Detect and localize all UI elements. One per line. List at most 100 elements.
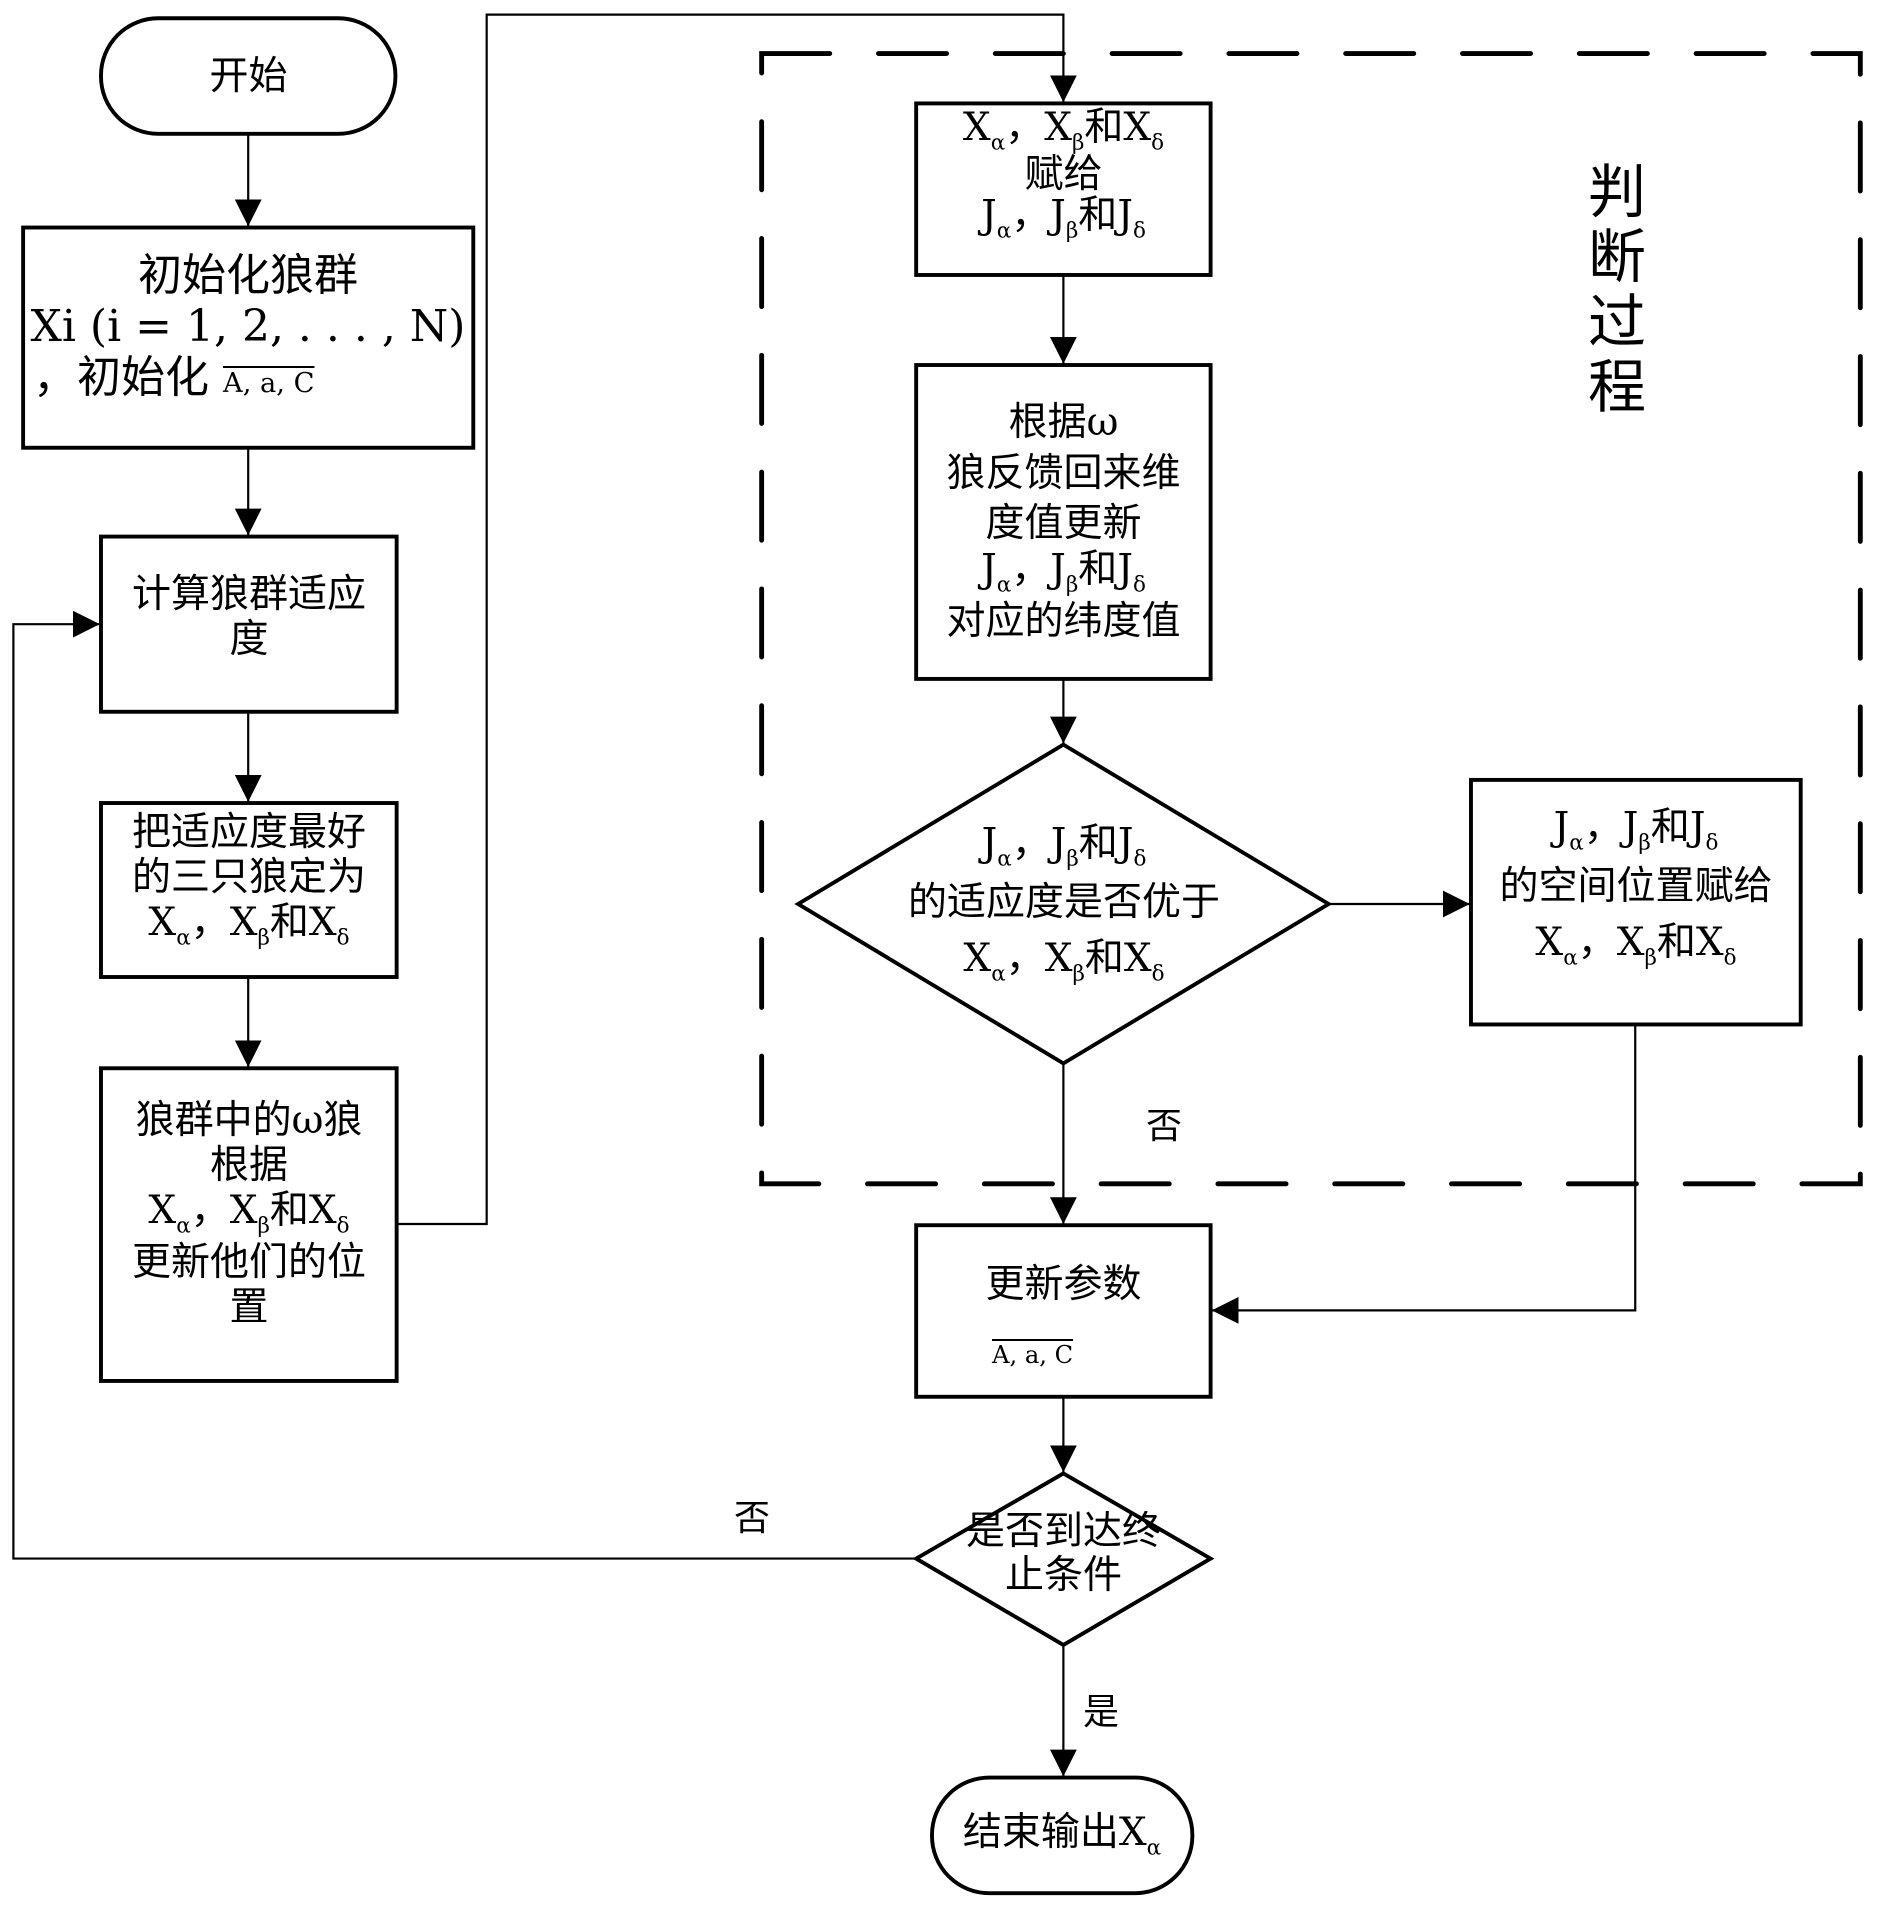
conjunction-and: 和: [1078, 821, 1118, 866]
edge-stop-no-loop: [12, 610, 917, 1560]
fitness-label: 计算狼群适应 度: [101, 572, 397, 662]
fitness-decision-label: Jα，Jβ和Jδ 的适应度是否优于 Xα，Xβ和Xδ: [850, 816, 1278, 990]
subscript-beta: β: [1065, 218, 1079, 244]
separator-comma: ，: [1583, 805, 1623, 850]
end-text: 结束输出: [962, 1810, 1119, 1855]
end-variable: X: [1118, 1810, 1147, 1855]
conjunction-and: 和: [1078, 547, 1118, 593]
subscript-delta: δ: [1705, 830, 1719, 856]
separator-comma: ，: [1011, 547, 1051, 593]
variable-x: X: [1044, 105, 1072, 150]
subscript-beta: β: [1066, 846, 1079, 872]
variable-j: J: [981, 193, 997, 239]
variable-x: X: [963, 936, 992, 982]
assign-x-line-1: Jα，Jβ和Jδ: [1471, 800, 1801, 859]
subscript-delta: δ: [1151, 961, 1165, 987]
select-best-line-3: Xα，Xβ和Xδ: [101, 900, 397, 952]
subscript-delta: δ: [1133, 846, 1147, 872]
stop-decision-label: 是否到达终 止条件: [916, 1510, 1211, 1597]
select-best-line-1: 把适应度最好: [131, 810, 366, 855]
conjunction-and: 和: [1084, 105, 1124, 150]
subscript-beta: β: [1644, 945, 1657, 971]
stop-decision-line-2: 止条件: [1004, 1552, 1122, 1598]
subscript-delta: δ: [1151, 130, 1165, 156]
select-best-label: 把适应度最好 的三只狼定为 Xα，Xβ和Xδ: [101, 810, 397, 952]
init-line-2: Xi (i = 1, 2, . . . , N): [30, 301, 466, 353]
assign-j-label: Xα，Xβ和Xδ 赋给 Jα，Jβ和Jδ: [916, 105, 1211, 244]
edge-label-no-inner: 否: [1146, 1106, 1183, 1147]
variable-j: J: [1117, 547, 1133, 593]
subscript-alpha: α: [996, 218, 1012, 244]
fitness-decision-line-1: Jα，Jβ和Jδ: [850, 816, 1278, 875]
variable-x: X: [1044, 936, 1073, 982]
assign-j-process-box: [914, 101, 1213, 277]
separator-comma: ，: [190, 1188, 230, 1234]
variable-j: J: [1050, 547, 1066, 593]
update-position-line-2: 根据: [209, 1143, 288, 1189]
subscript-beta: β: [1071, 130, 1085, 156]
update-position-line-1: 狼群中的ω狼: [135, 1098, 363, 1143]
init-process-box: [21, 225, 476, 450]
variable-x: X: [229, 900, 258, 946]
subscript-beta: β: [1065, 572, 1079, 598]
conjunction-and: 和: [1084, 936, 1124, 982]
update-j-line-2: 狼反馈回来维: [946, 450, 1181, 496]
subscript-beta: β: [257, 926, 270, 952]
assign-j-line-1: Xα，Xβ和Xδ: [916, 105, 1211, 156]
fitness-line-1: 计算狼群适应: [131, 572, 366, 617]
end-label: 结束输出Xα: [932, 1810, 1192, 1862]
variable-j: J: [1050, 193, 1066, 239]
subscript-alpha: α: [997, 846, 1012, 872]
subscript-delta: δ: [1132, 218, 1146, 244]
subscript-delta: δ: [336, 1214, 350, 1240]
variable-x: X: [1535, 920, 1564, 966]
subscript-alpha: α: [996, 572, 1012, 598]
conjunction-and: 和: [1656, 920, 1696, 966]
subscript-alpha: α: [990, 130, 1006, 156]
variable-j: J: [1622, 805, 1639, 850]
edge-update-to-assign-j: [396, 13, 1077, 1226]
edge-label-no-loop: 否: [734, 1498, 771, 1539]
fitness-line-2: 度: [229, 617, 269, 663]
fitness-process-box: [99, 534, 399, 714]
update-position-line-3: Xα，Xβ和Xδ: [101, 1188, 397, 1240]
subscript-delta: δ: [1723, 945, 1737, 971]
init-params: A, a, C: [223, 368, 315, 400]
update-position-line-5: 置: [229, 1285, 269, 1331]
subscript-delta: δ: [1132, 572, 1146, 598]
variable-x: X: [1123, 105, 1152, 150]
select-best-line-2: 的三只狼定为: [131, 855, 366, 901]
subscript-alpha: α: [1569, 830, 1584, 856]
conjunction-and: 和: [1078, 193, 1118, 239]
variable-x: X: [1616, 920, 1645, 966]
edge-assign-x-to-params: [1211, 1024, 1637, 1324]
subscript-beta: β: [257, 1214, 270, 1240]
judgement-group-label: 判断过程: [1587, 158, 1646, 421]
subscript-alpha: α: [176, 1214, 191, 1240]
assign-x-line-3: Xα，Xβ和Xδ: [1471, 915, 1801, 974]
variable-x: X: [1695, 920, 1724, 966]
variable-x: X: [229, 1188, 258, 1234]
update-j-line-3: 度值更新: [985, 501, 1142, 547]
variable-j: J: [981, 547, 997, 593]
separator-comma: ，: [1011, 193, 1051, 239]
init-line-3: ，初始化 A, a, C: [23, 352, 473, 403]
separator-comma: ，: [1577, 920, 1617, 966]
subscript-delta: δ: [336, 926, 350, 952]
variable-x: X: [308, 1188, 337, 1234]
conjunction-and: 和: [1650, 805, 1690, 850]
separator-comma: ，: [190, 900, 230, 946]
judgement-group-border: [759, 51, 1863, 1187]
init-line-3-prefix: ，初始化: [33, 352, 209, 404]
variable-j: J: [981, 821, 998, 866]
update-position-line-4: 更新他们的位: [131, 1239, 366, 1285]
variable-x: X: [962, 105, 991, 150]
variable-j: J: [1117, 193, 1133, 239]
end-subscript: α: [1146, 1835, 1162, 1861]
start-label: 开始: [209, 54, 288, 99]
conjunction-and: 和: [269, 1188, 309, 1234]
update-params-label: 更新参数 A, a, C: [916, 1262, 1211, 1369]
update-j-line-4: Jα，Jβ和Jδ: [916, 547, 1211, 598]
variable-j: J: [1689, 805, 1706, 850]
update-j-process-box: [914, 363, 1213, 681]
